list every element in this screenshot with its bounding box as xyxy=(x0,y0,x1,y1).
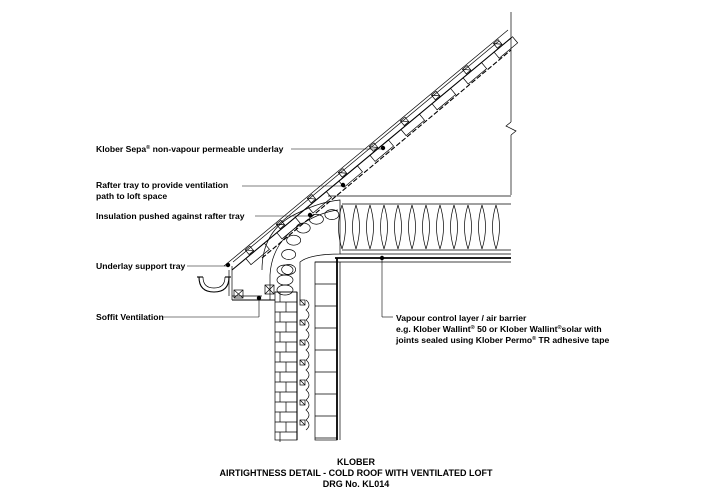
label-underlay: Klober Sepa® non-vapour permeable underl… xyxy=(96,144,284,154)
label-soffit: Soffit Ventilation xyxy=(96,312,164,322)
label-vcl-3: joints sealed using Klober Permo® TR adh… xyxy=(395,335,609,345)
cavity-insulation xyxy=(299,299,310,431)
loft-insulation xyxy=(338,203,511,251)
gutter xyxy=(197,266,233,300)
brickwork xyxy=(275,291,297,442)
label-vcl-1: Vapour control layer / air barrier xyxy=(396,313,527,323)
roof-tiles xyxy=(244,36,519,266)
ceiling-structure xyxy=(328,195,511,263)
title-line-3: DRG No. KL014 xyxy=(323,479,390,489)
eaves-insulation xyxy=(261,199,341,300)
title-line-1: KLOBER xyxy=(337,457,376,467)
break-line xyxy=(505,12,517,195)
label-rafter-tray-2: path to loft space xyxy=(96,191,167,201)
blockwork xyxy=(315,261,337,439)
leader-lines xyxy=(163,148,393,318)
label-vcl-2: e.g. Klober Wallint® 50 or Klober Wallin… xyxy=(396,324,602,334)
soffit xyxy=(232,284,275,301)
label-rafter-tray-1: Rafter tray to provide ventilation xyxy=(96,180,228,190)
label-insulation: Insulation pushed against rafter tray xyxy=(96,211,245,221)
title-line-2: AIRTIGHTNESS DETAIL - COLD ROOF WITH VEN… xyxy=(220,468,493,478)
label-support-tray: Underlay support tray xyxy=(96,261,186,271)
